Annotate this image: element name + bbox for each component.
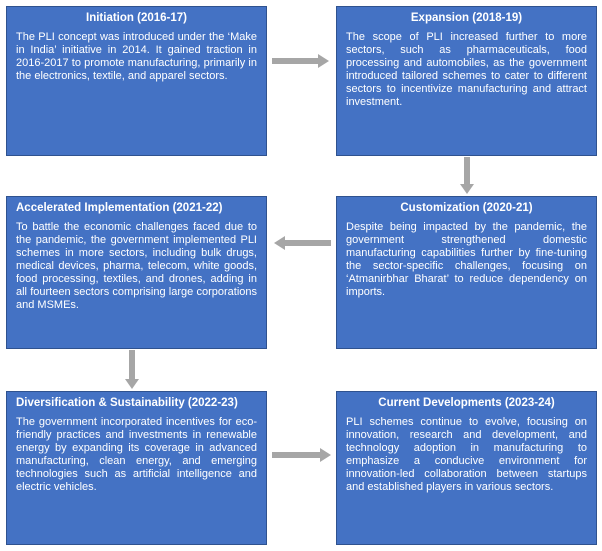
timeline-box-current-developments: Current Developments (2023-24) PLI schem…	[336, 391, 597, 545]
timeline-box-accelerated-implementation: Accelerated Implementation (2021-22) To …	[6, 196, 267, 349]
arrow-down-icon	[460, 157, 474, 194]
arrow-down-icon	[125, 350, 139, 389]
box-title: Diversification & Sustainability (2022-2…	[16, 397, 238, 409]
timeline-box-initiation: Initiation (2016-17) The PLI concept was…	[6, 6, 267, 156]
box-description: To battle the economic challenges faced …	[16, 221, 257, 311]
arrow-left-icon	[274, 236, 331, 250]
box-description: PLI schemes continue to evolve, focusing…	[346, 416, 587, 493]
box-description: The PLI concept was introduced under the…	[16, 31, 257, 82]
timeline-box-expansion: Expansion (2018-19) The scope of PLI inc…	[336, 6, 597, 156]
box-title: Current Developments (2023-24)	[378, 397, 555, 409]
arrow-right-icon	[272, 448, 331, 462]
box-title: Accelerated Implementation (2021-22)	[16, 202, 223, 214]
arrow-right-icon	[272, 54, 329, 68]
box-title: Customization (2020-21)	[400, 202, 533, 214]
box-description: Despite being impacted by the pandemic, …	[346, 221, 587, 298]
box-title: Expansion (2018-19)	[410, 12, 523, 24]
timeline-box-diversification-sustainability: Diversification & Sustainability (2022-2…	[6, 391, 267, 545]
timeline-box-customization: Customization (2020-21) Despite being im…	[336, 196, 597, 349]
box-title: Initiation (2016-17)	[86, 12, 187, 24]
box-description: The scope of PLI increased further to mo…	[346, 31, 587, 108]
box-description: The government incorporated incentives f…	[16, 416, 257, 493]
